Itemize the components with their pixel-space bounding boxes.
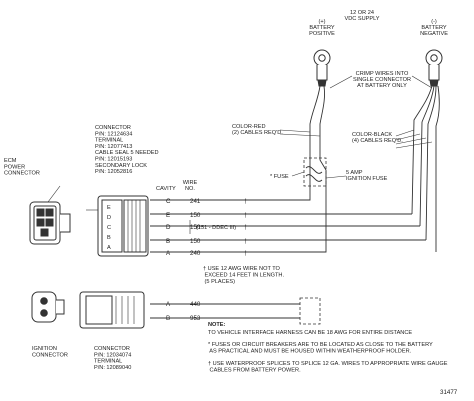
- positive-ring-terminal: [313, 49, 331, 87]
- svg-text:†: †: [244, 250, 248, 257]
- ign-row-cavity-2: B: [166, 315, 170, 322]
- row-wire-5: 240: [190, 250, 201, 257]
- row-wire-1: 241: [190, 198, 201, 205]
- row-wire-4: 150: [190, 238, 201, 245]
- row-cavity-5: A: [166, 250, 171, 257]
- ecm-letter-a: A: [107, 245, 111, 251]
- ign-row-cavity-1: A: [166, 301, 171, 308]
- svg-text:†: †: [244, 212, 248, 219]
- negative-wire-bundle: [150, 85, 440, 252]
- ignition-connector-face: [31, 291, 65, 323]
- row-wire-3: 150: [190, 224, 201, 231]
- awg-note: † USE 12 AWG WIRE NOT TO EXCEED 14 FEET …: [203, 266, 284, 285]
- ecm-letter-d: D: [107, 215, 111, 221]
- ecm-wire-table: C 241 E 150 D 150 B 150 A 240: [166, 198, 201, 257]
- row-wire-2: 150: [190, 212, 201, 219]
- ign-row-wire-2: 953: [190, 315, 201, 322]
- ecm-connector-body: E D C B A: [86, 195, 149, 257]
- row-cavity-2: E: [166, 212, 170, 219]
- svg-text:†: †: [244, 224, 248, 231]
- ecm-connector-face: [29, 201, 71, 245]
- color-red-label: COLOR-RED(2) CABLES REQ'D.: [232, 124, 283, 136]
- svg-text:†: †: [244, 198, 248, 205]
- row-cavity-1: C: [166, 198, 171, 205]
- negative-ring-terminal: [425, 49, 443, 87]
- fuse-label: * FUSE: [270, 174, 289, 180]
- ecm-letter-e: E: [107, 205, 111, 211]
- notes-block: NOTE: TO VEHICLE INTERFACE HARNESS CAN B…: [208, 322, 448, 374]
- row-cavity-4: B: [166, 238, 170, 245]
- figure-number: 31477: [440, 389, 458, 396]
- cavity-header: CAVITY: [156, 186, 176, 192]
- ignition-wire-table: A 440 B 953: [166, 301, 201, 322]
- notes-title: NOTE:: [208, 322, 226, 328]
- row-cavity-3: D: [166, 224, 171, 231]
- positive-wire-bundle: [150, 85, 327, 253]
- note-line-1: TO VEHICLE INTERFACE HARNESS CAN BE 18 A…: [208, 330, 412, 336]
- fuse-holder: [303, 157, 327, 187]
- ign-row-wire-1: 440: [190, 301, 201, 308]
- color-black-label: COLOR-BLACK(4) CABLES REQ'D.: [352, 132, 403, 144]
- svg-text:†: †: [244, 238, 248, 245]
- note-line-3: † USE WATERPROOF SPLICES TO SPLICE 12 GA…: [208, 361, 448, 374]
- ecm-letter-b: B: [107, 235, 111, 241]
- ddec-label: (151 - DDEC III): [196, 225, 236, 231]
- ignition-switch: [150, 297, 321, 325]
- note-line-2: * FUSES OR CIRCUIT BREAKERS ARE TO BE LO…: [208, 342, 433, 355]
- ignition-connector-body: [79, 291, 145, 329]
- ecm-letter-c: C: [107, 225, 111, 231]
